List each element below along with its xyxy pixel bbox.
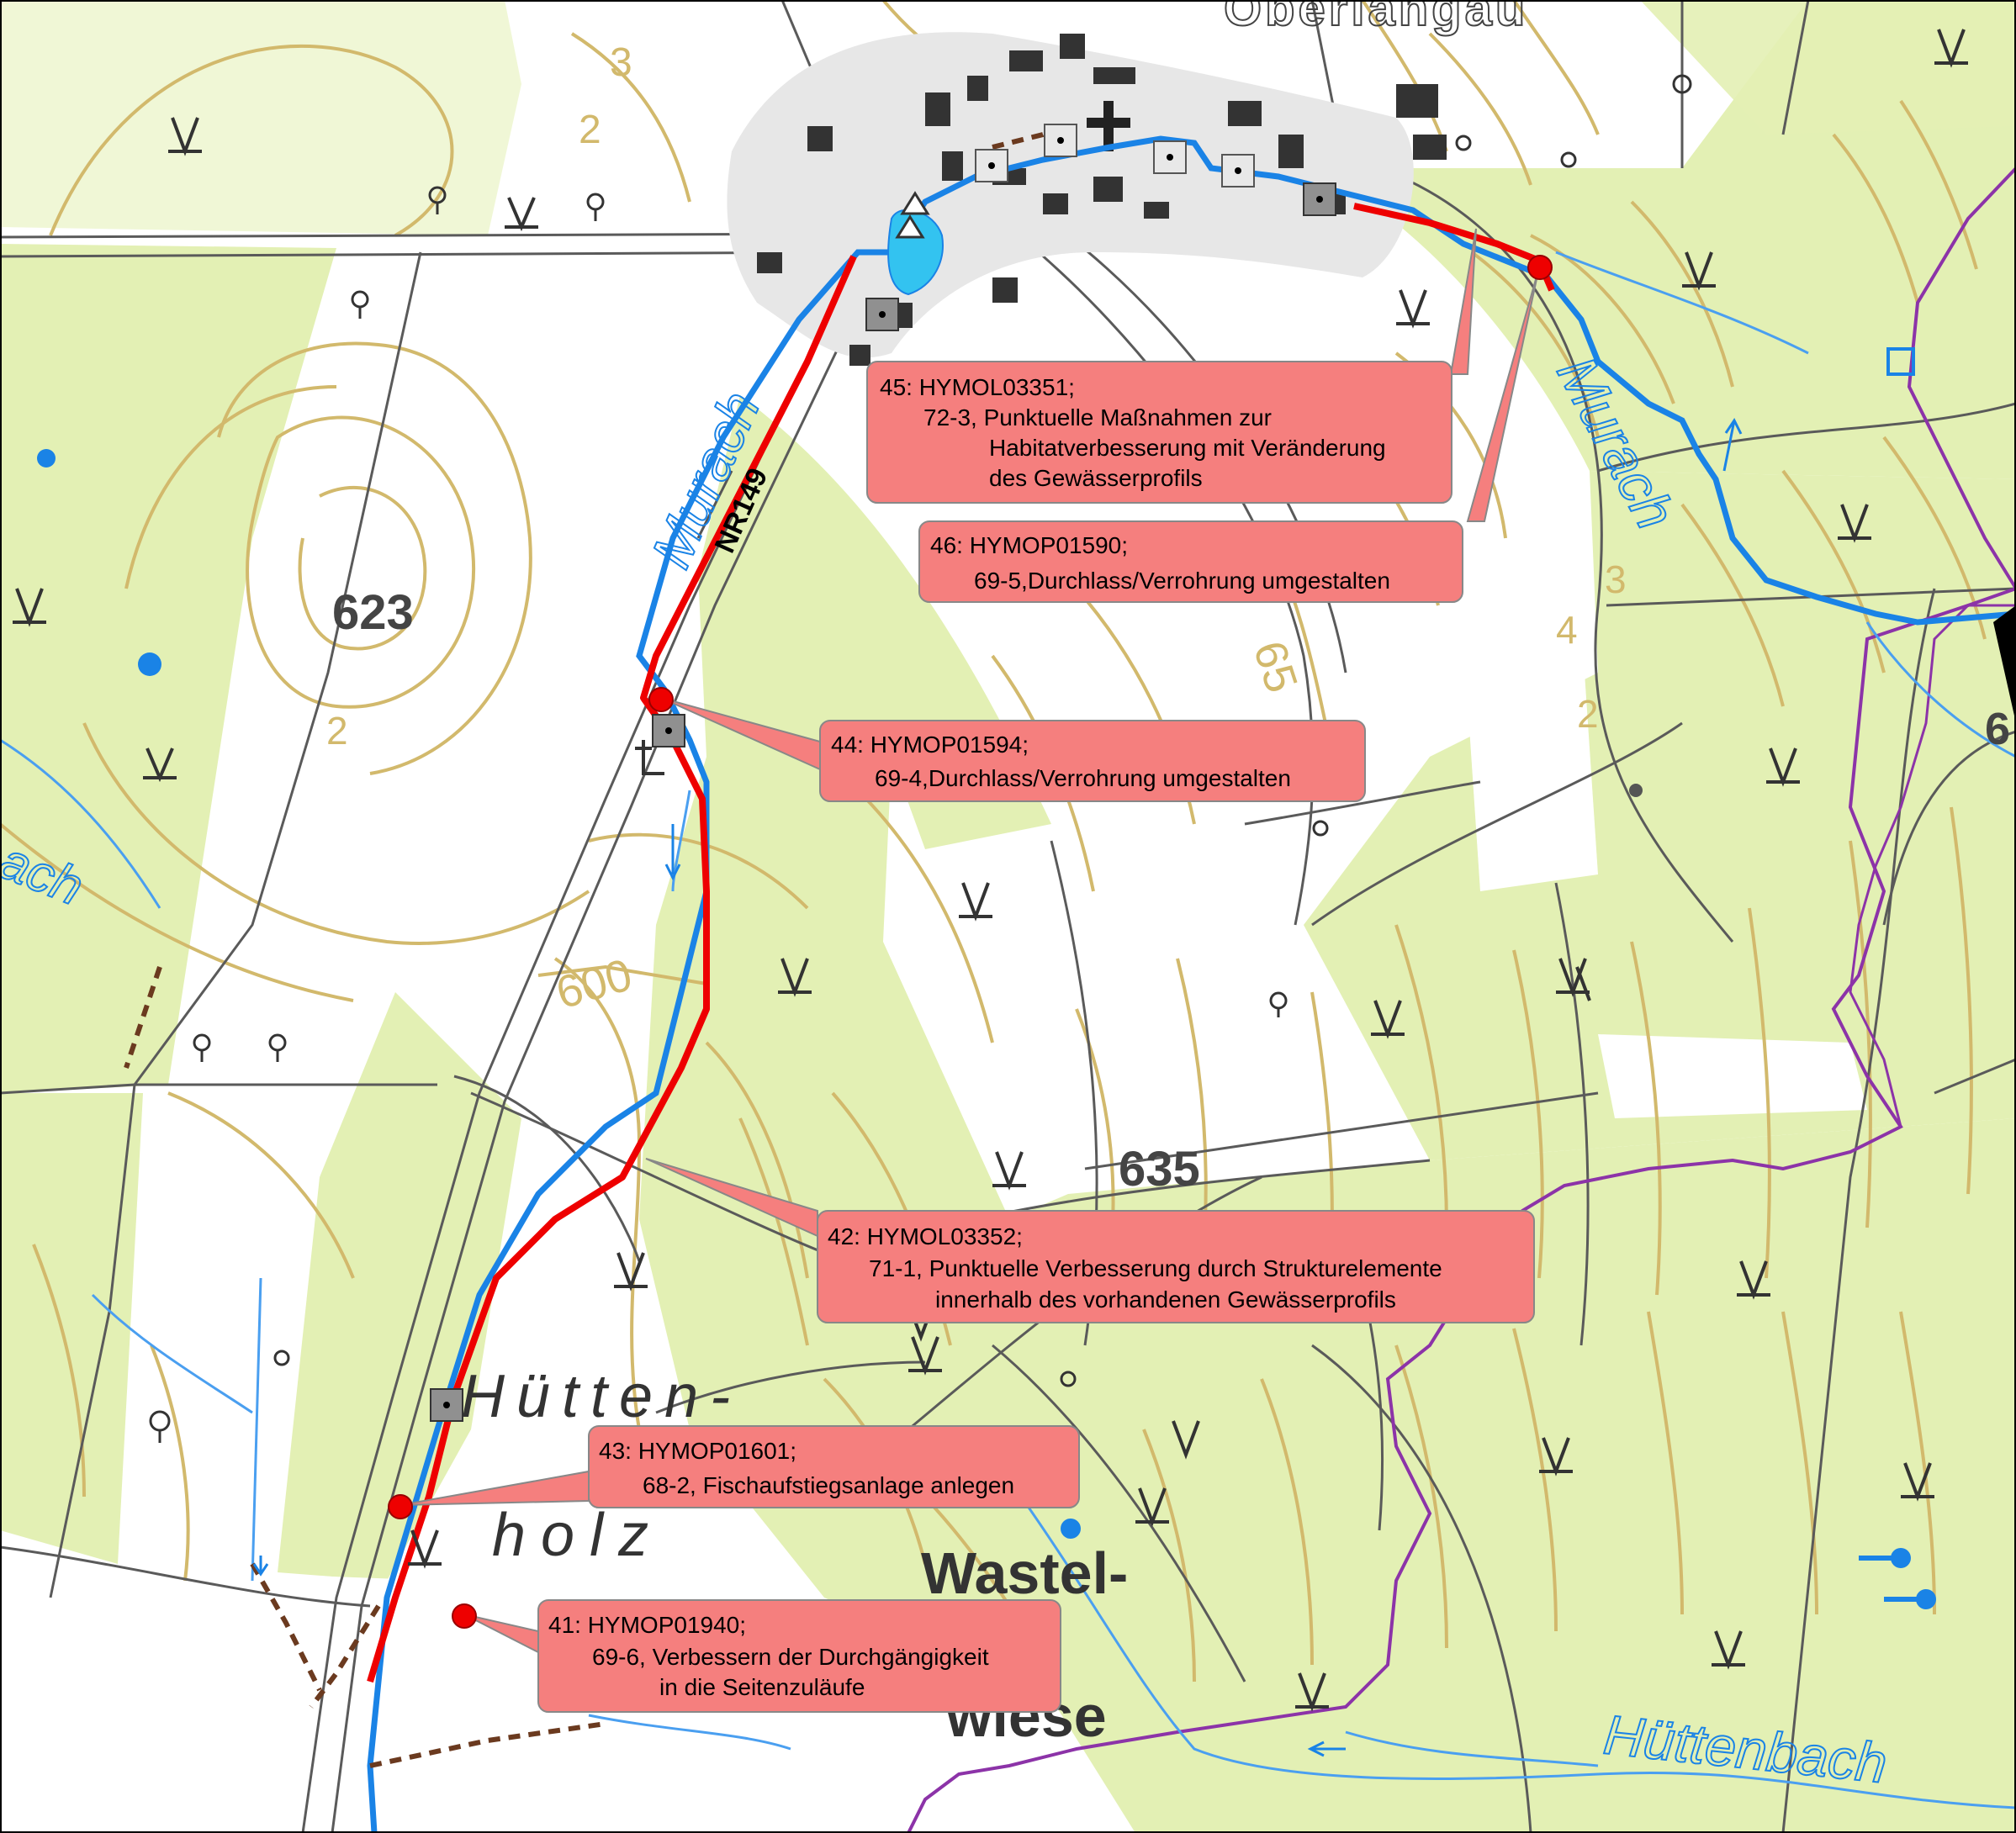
svg-text:44: HYMOP01594; 69-4,Dur: 44: HYMOP01594; 69-4,Durchlass/Verrohrun… bbox=[831, 732, 1291, 791]
weir-triangle-icon bbox=[900, 191, 930, 215]
boundary-line bbox=[907, 166, 2016, 1833]
culvert-marker bbox=[430, 1388, 463, 1422]
meadow-name-line1: Wastel- bbox=[921, 1540, 1128, 1606]
hut-icon bbox=[635, 740, 664, 775]
callout-43-line1: 43: HYMOP01601; bbox=[599, 1438, 796, 1464]
measure-point-46 bbox=[1527, 255, 1553, 280]
svg-text:45: HYMOL03351; 72-3, Pu: 45: HYMOL03351; 72-3, Punktuelle Maßnahm… bbox=[880, 374, 1392, 491]
callout-42[interactable]: 42: HYMOL03352; 71-1, Punktuelle Verbess… bbox=[817, 1210, 1535, 1323]
callout-45[interactable]: 45: HYMOL03351; 72-3, Punktuelle Maßnahm… bbox=[866, 361, 1452, 504]
callout-46[interactable]: 46: HYMOP01590; 69-5,Durchlass/Verrohrun… bbox=[918, 520, 1463, 603]
culvert-marker bbox=[1044, 124, 1077, 157]
callout-45-line2: 72-3, Punktuelle Maßnahmen zur bbox=[923, 404, 1272, 431]
spring-points bbox=[37, 449, 1936, 1609]
structure-markers bbox=[430, 124, 1336, 1422]
map-edge-arrow-icon bbox=[1993, 605, 2016, 723]
forest-name-line2: holz bbox=[492, 1502, 664, 1569]
svg-text:41: HYMOP01940; 69-6, Ve: 41: HYMOP01940; 69-6, Verbessern der Dur… bbox=[548, 1612, 995, 1700]
elevation-635: 635 bbox=[1119, 1142, 1200, 1196]
callout-45-line3: Habitatverbesserung mit Veränderung bbox=[989, 435, 1386, 461]
callout-43-line2: 68-2, Fischaufstiegsanlage anlegen bbox=[643, 1472, 1014, 1498]
village-name: Oberlangau bbox=[1224, 0, 1528, 36]
culvert-marker bbox=[1153, 140, 1187, 174]
forest-symbols bbox=[13, 29, 1968, 1712]
culvert-marker bbox=[652, 714, 685, 747]
contour-digit: 4 bbox=[1556, 608, 1578, 652]
callout-41-line2: 69-6, Verbessern der Durchgängigkeit bbox=[592, 1644, 989, 1670]
callout-41-line1: 41: HYMOP01940; bbox=[548, 1612, 746, 1638]
callout-46-line1: 46: HYMOP01590; bbox=[930, 532, 1128, 558]
callout-45-line4: des Gewässerprofils bbox=[989, 465, 1203, 491]
callout-46-line2: 69-5,Durchlass/Verrohrung umgestalten bbox=[974, 568, 1390, 594]
contour-digit: 3 bbox=[610, 40, 632, 85]
svg-text:43: HYMOP01601; 68-2, Fi: 43: HYMOP01601; 68-2, Fischaufstiegsanla… bbox=[599, 1438, 1014, 1498]
side-streams bbox=[0, 251, 2016, 1809]
water-square-icon bbox=[1886, 347, 1915, 376]
callout-41[interactable]: 41: HYMOP01940; 69-6, Verbessern der Dur… bbox=[537, 1599, 1061, 1713]
culvert-marker bbox=[1221, 154, 1255, 188]
culvert-marker bbox=[1303, 182, 1336, 216]
callout-42-line1: 42: HYMOL03352; bbox=[828, 1223, 1023, 1249]
contour-digit: 2 bbox=[1577, 692, 1599, 736]
callout-44[interactable]: 44: HYMOP01594; 69-4,Durchlass/Verrohrun… bbox=[819, 720, 1366, 802]
callout-leaders bbox=[399, 228, 1540, 1654]
elevation-623: 623 bbox=[332, 585, 414, 640]
callout-43[interactable]: 43: HYMOP01601; 68-2, Fischaufstiegsanla… bbox=[588, 1425, 1080, 1508]
measure-point-43 bbox=[388, 1494, 413, 1519]
flow-arrows bbox=[252, 418, 1743, 1757]
culvert-marker bbox=[975, 149, 1008, 182]
measure-point-44 bbox=[648, 687, 674, 712]
measure-point-41 bbox=[452, 1603, 477, 1629]
culvert-marker bbox=[865, 298, 899, 331]
road-nr149 bbox=[696, 470, 733, 539]
svg-text:42: HYMOL03352; 71-1, Pu: 42: HYMOL03352; 71-1, Punktuelle Verbess… bbox=[828, 1223, 1449, 1313]
map-labels: Oberlangau Hütten- holz Wastel- wiese Mu… bbox=[0, 0, 2010, 1795]
forest-name-line1: Hütten- bbox=[461, 1363, 742, 1430]
contour-digit: 2 bbox=[326, 709, 348, 753]
callout-44-line2: 69-4,Durchlass/Verrohrung umgestalten bbox=[875, 765, 1291, 791]
elevation-edge: 6 bbox=[1985, 704, 2010, 754]
callout-42-line2: 71-1, Punktuelle Verbesserung durch Stru… bbox=[869, 1255, 1442, 1281]
callout-45-line1: 45: HYMOL03351; bbox=[880, 374, 1075, 400]
svg-text:46: HYMOP01590; 69-5,Dur: 46: HYMOP01590; 69-5,Durchlass/Verrohrun… bbox=[930, 532, 1390, 594]
callout-41-line3: in die Seitenzuläufe bbox=[659, 1674, 865, 1700]
contour-digit: 3 bbox=[1605, 557, 1627, 601]
contour-digit: 2 bbox=[579, 108, 601, 152]
callout-42-line3: innerhalb des vorhandenen Gewässerprofil… bbox=[935, 1286, 1396, 1313]
callout-44-line1: 44: HYMOP01594; bbox=[831, 732, 1029, 758]
weir-triangle-icon bbox=[895, 214, 925, 239]
measure-points bbox=[388, 255, 1553, 1629]
church-cross-icon bbox=[1087, 101, 1130, 151]
tree-symbols bbox=[149, 74, 1692, 1443]
